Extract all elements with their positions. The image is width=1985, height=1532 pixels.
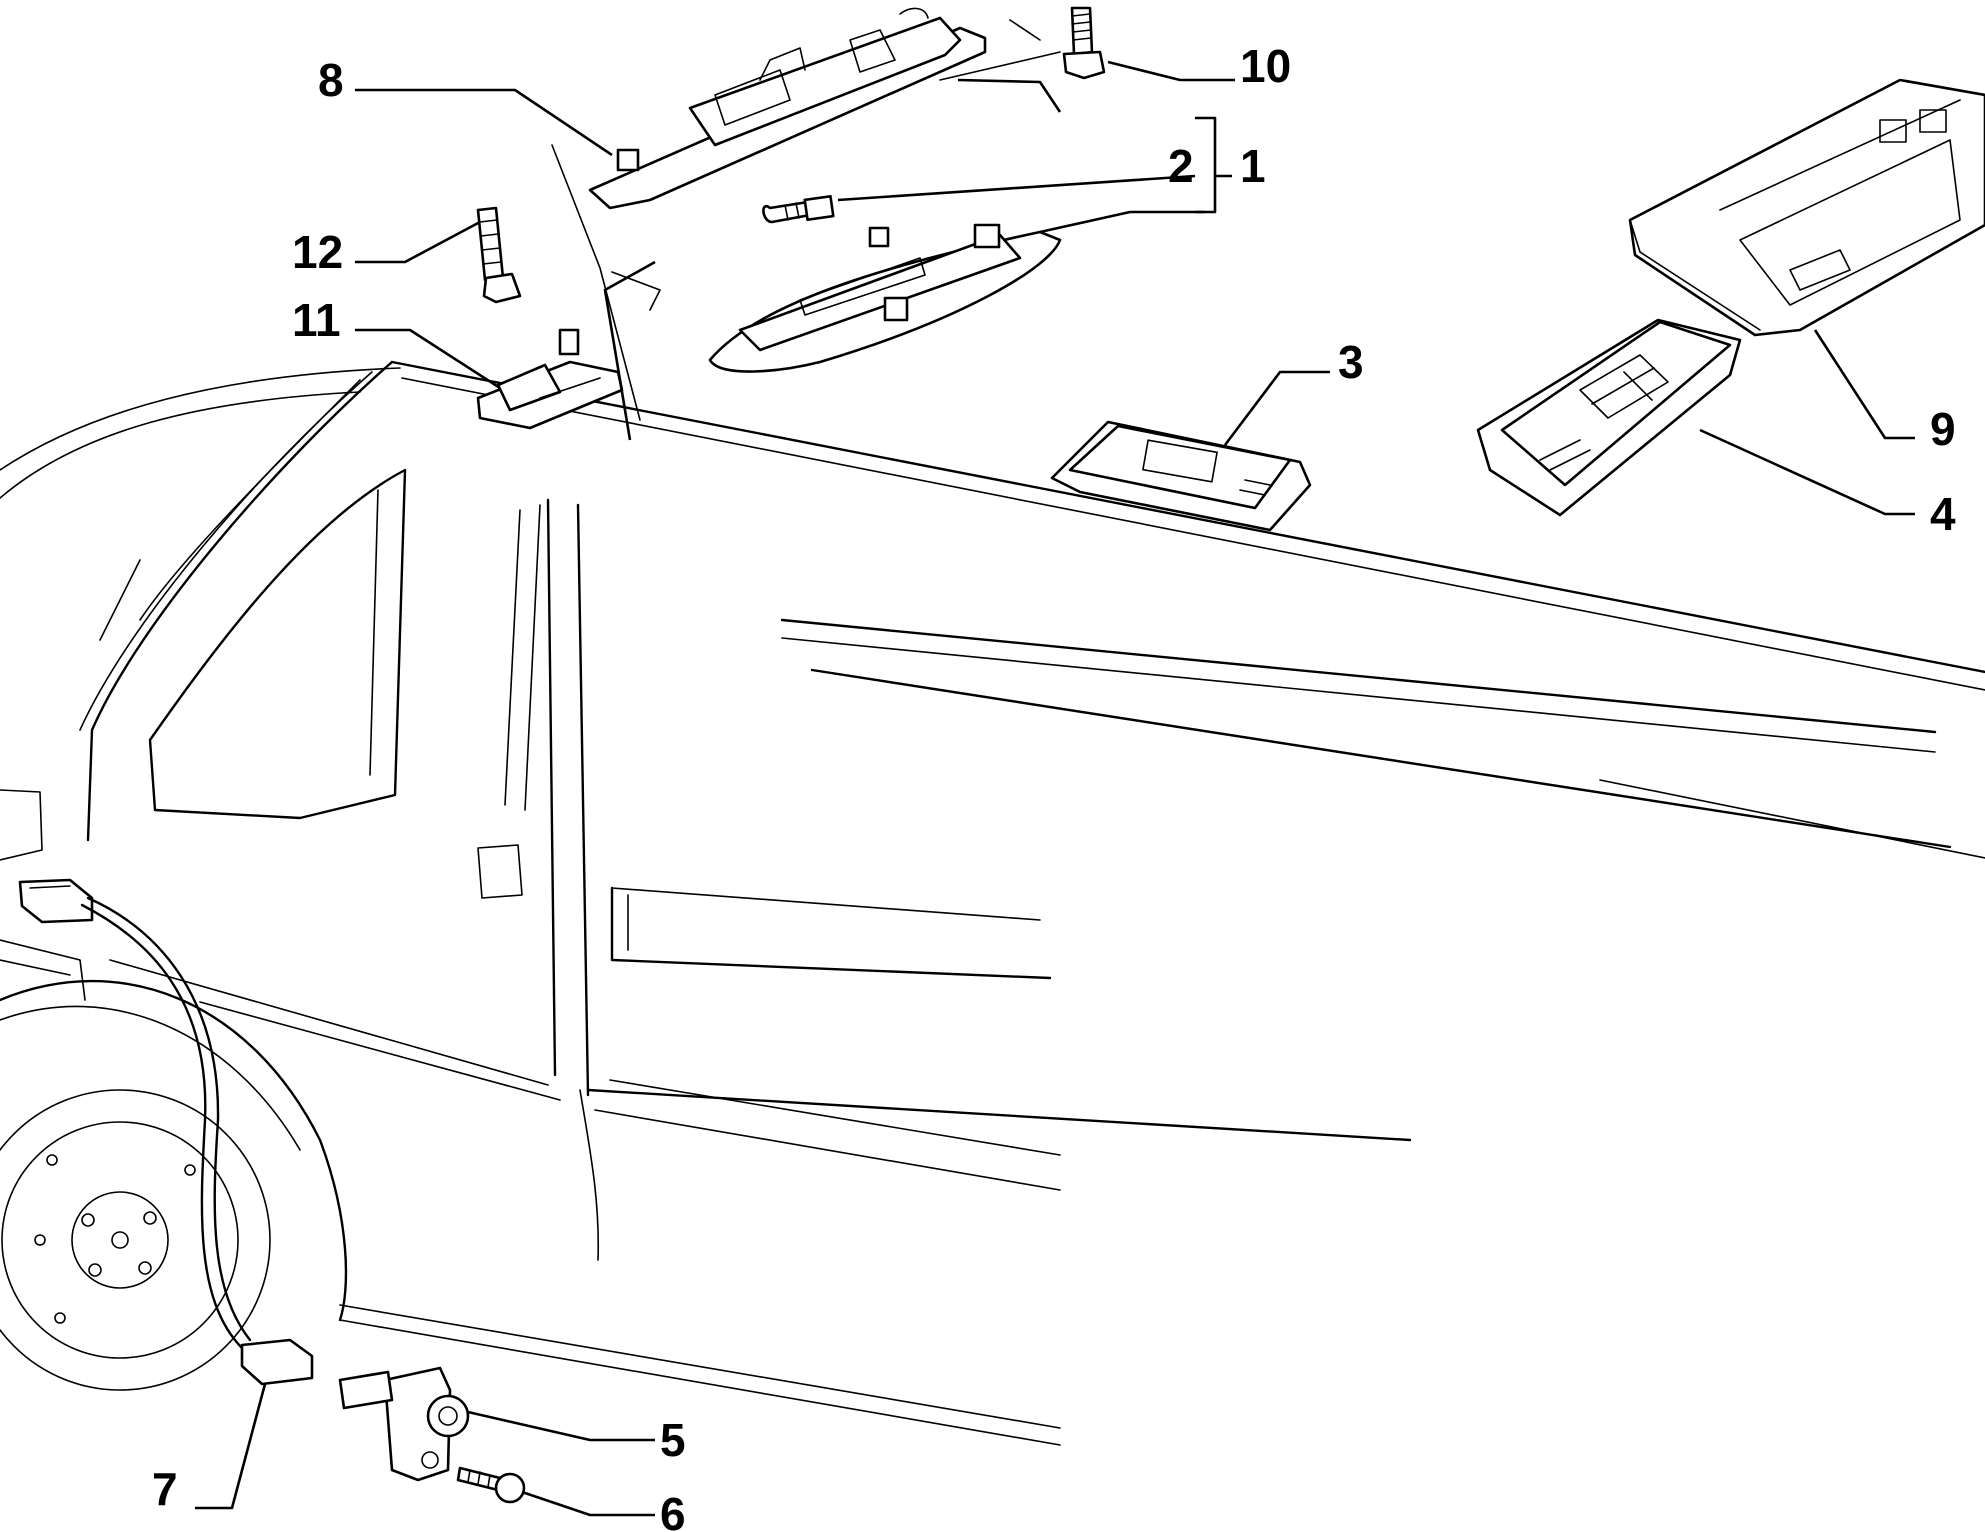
part-5-door-switch [338,1366,470,1482]
part-12-bolt [476,206,522,304]
callout-1: 1 [1240,140,1266,192]
mounting-guides [551,19,1062,441]
callout-7: 7 [152,1463,178,1515]
part-2-bulb [762,194,835,224]
callout-3: 3 [1338,336,1364,388]
callout-labels: 1 2 3 4 5 6 7 8 9 10 11 12 [152,40,1956,1532]
callout-10: 10 [1240,40,1291,92]
part-8-lamp-bracket [588,7,987,210]
callout-5: 5 [660,1414,686,1466]
part-9-housing [1628,78,1985,337]
part-7-wiring-harness [18,878,314,1386]
callout-12: 12 [292,226,343,278]
callout-11: 11 [292,294,341,346]
callout-6: 6 [660,1488,686,1532]
part-3-lamp [1050,420,1312,532]
part-1-interior-lamp [708,223,1062,373]
callout-2: 2 [1168,140,1194,192]
part-10-screw [1062,6,1106,80]
part-11-switch [476,328,624,430]
van-body-outline [0,360,1985,1446]
leader-lines [195,60,1915,1517]
callout-9: 9 [1930,403,1956,455]
callout-4: 4 [1930,488,1956,540]
part-4-lamp [1476,318,1742,517]
callout-8: 8 [318,54,344,106]
part-6-screw [456,1466,526,1504]
